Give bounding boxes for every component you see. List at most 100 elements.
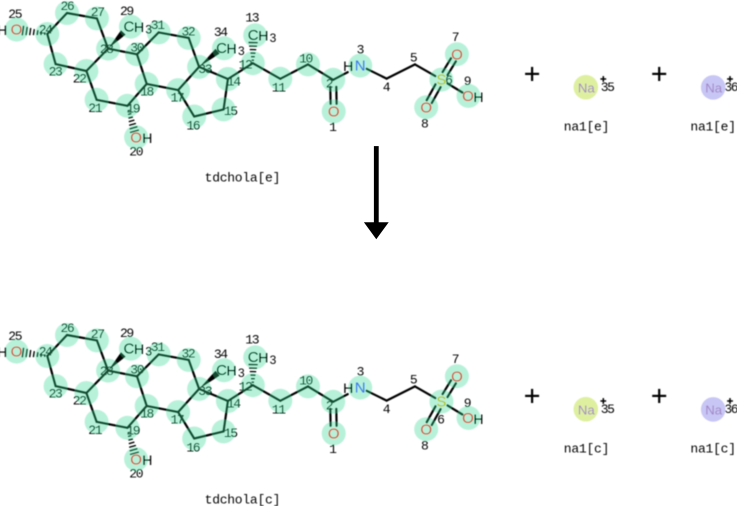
svg-text:H: H xyxy=(227,40,237,56)
svg-text:a: a xyxy=(698,119,706,134)
svg-text:H: H xyxy=(258,349,268,365)
svg-text:n: n xyxy=(690,119,698,134)
svg-text:O: O xyxy=(328,426,340,443)
svg-text:o: o xyxy=(235,492,243,506)
svg-text:O: O xyxy=(451,46,463,63)
svg-text:8: 8 xyxy=(421,438,429,453)
svg-text:n: n xyxy=(564,119,572,134)
svg-text:O: O xyxy=(11,22,23,39)
svg-text:H: H xyxy=(473,89,483,105)
svg-text:1: 1 xyxy=(329,442,337,457)
svg-text:3: 3 xyxy=(238,44,245,58)
svg-text:S: S xyxy=(436,394,446,411)
svg-text:H: H xyxy=(343,380,353,396)
svg-text:7: 7 xyxy=(452,30,460,45)
svg-text:1: 1 xyxy=(329,120,337,135)
svg-text:1: 1 xyxy=(245,11,253,26)
svg-text:O: O xyxy=(130,129,142,146)
svg-text:6: 6 xyxy=(731,80,737,95)
svg-text:H: H xyxy=(227,362,237,378)
svg-text:1: 1 xyxy=(705,441,713,456)
svg-text:2: 2 xyxy=(8,329,16,344)
svg-text:c: c xyxy=(594,441,602,456)
svg-text:1: 1 xyxy=(245,333,253,348)
svg-text:O: O xyxy=(11,344,23,361)
svg-text:0: 0 xyxy=(136,145,144,160)
svg-text:4: 4 xyxy=(383,80,391,95)
svg-text:H: H xyxy=(258,27,268,43)
svg-text:Na: Na xyxy=(705,403,723,418)
svg-text:3: 3 xyxy=(601,402,609,417)
svg-text:3: 3 xyxy=(252,333,260,348)
svg-text:3: 3 xyxy=(724,402,732,417)
svg-text:H: H xyxy=(473,411,483,427)
svg-text:]: ] xyxy=(728,119,736,134)
svg-text:5: 5 xyxy=(15,7,23,22)
svg-text:3: 3 xyxy=(214,347,222,362)
svg-text:h: h xyxy=(227,492,235,506)
svg-text:4: 4 xyxy=(383,402,391,417)
svg-text:[: [ xyxy=(713,119,721,134)
svg-text:H: H xyxy=(142,130,152,146)
svg-text:6: 6 xyxy=(437,413,445,428)
svg-text:5: 5 xyxy=(410,373,418,388)
svg-text:9: 9 xyxy=(464,74,472,89)
svg-text:d: d xyxy=(212,492,220,506)
svg-text:H: H xyxy=(134,19,144,35)
svg-text:]: ] xyxy=(602,119,610,134)
svg-text:e: e xyxy=(265,170,273,185)
svg-text:2: 2 xyxy=(73,72,81,87)
svg-text:5: 5 xyxy=(607,80,615,95)
svg-text:d: d xyxy=(212,170,220,185)
svg-text:H: H xyxy=(0,344,7,360)
svg-text:O: O xyxy=(462,88,474,105)
svg-text:7: 7 xyxy=(452,352,460,367)
svg-text:Na: Na xyxy=(578,81,596,96)
svg-text:O: O xyxy=(420,99,432,116)
svg-text:H: H xyxy=(134,341,144,357)
svg-text:3: 3 xyxy=(214,25,222,40)
svg-text:3: 3 xyxy=(145,345,152,359)
svg-text:2: 2 xyxy=(129,145,137,160)
svg-text:C: C xyxy=(248,27,259,44)
svg-text:3: 3 xyxy=(601,80,609,95)
svg-text:c: c xyxy=(721,441,729,456)
svg-text:]: ] xyxy=(728,441,736,456)
svg-text:C: C xyxy=(123,341,134,358)
svg-text:e: e xyxy=(721,119,729,134)
svg-text:C: C xyxy=(216,40,227,57)
svg-text:3: 3 xyxy=(270,353,277,367)
svg-text:c: c xyxy=(265,492,273,506)
svg-text:a: a xyxy=(250,492,258,506)
svg-text:[: [ xyxy=(257,492,265,506)
svg-text:3: 3 xyxy=(252,11,260,26)
svg-text:t: t xyxy=(205,170,213,185)
svg-text:n: n xyxy=(690,441,698,456)
svg-text:a: a xyxy=(571,119,579,134)
svg-text:[: [ xyxy=(713,441,721,456)
svg-text:a: a xyxy=(698,441,706,456)
svg-text:Na: Na xyxy=(705,81,723,96)
svg-text:4: 4 xyxy=(220,347,228,362)
svg-text:l: l xyxy=(242,170,250,185)
svg-text:a: a xyxy=(250,170,258,185)
svg-text:H: H xyxy=(343,58,353,74)
svg-text:]: ] xyxy=(273,492,281,506)
svg-text:t: t xyxy=(205,492,213,506)
svg-text:o: o xyxy=(235,170,243,185)
svg-text:S: S xyxy=(436,72,446,89)
svg-text:3: 3 xyxy=(724,80,732,95)
svg-text:5: 5 xyxy=(410,51,418,66)
svg-text:6: 6 xyxy=(731,402,737,417)
svg-text:C: C xyxy=(216,362,227,379)
svg-text:l: l xyxy=(242,492,250,506)
svg-text:3: 3 xyxy=(238,366,245,380)
svg-text:C: C xyxy=(123,19,134,36)
svg-text:2: 2 xyxy=(120,4,128,19)
svg-text:C: C xyxy=(248,349,259,366)
svg-text:1: 1 xyxy=(705,119,713,134)
svg-text:O: O xyxy=(130,451,142,468)
svg-text:0: 0 xyxy=(136,467,144,482)
svg-text:O: O xyxy=(451,368,463,385)
svg-text:O: O xyxy=(462,410,474,427)
